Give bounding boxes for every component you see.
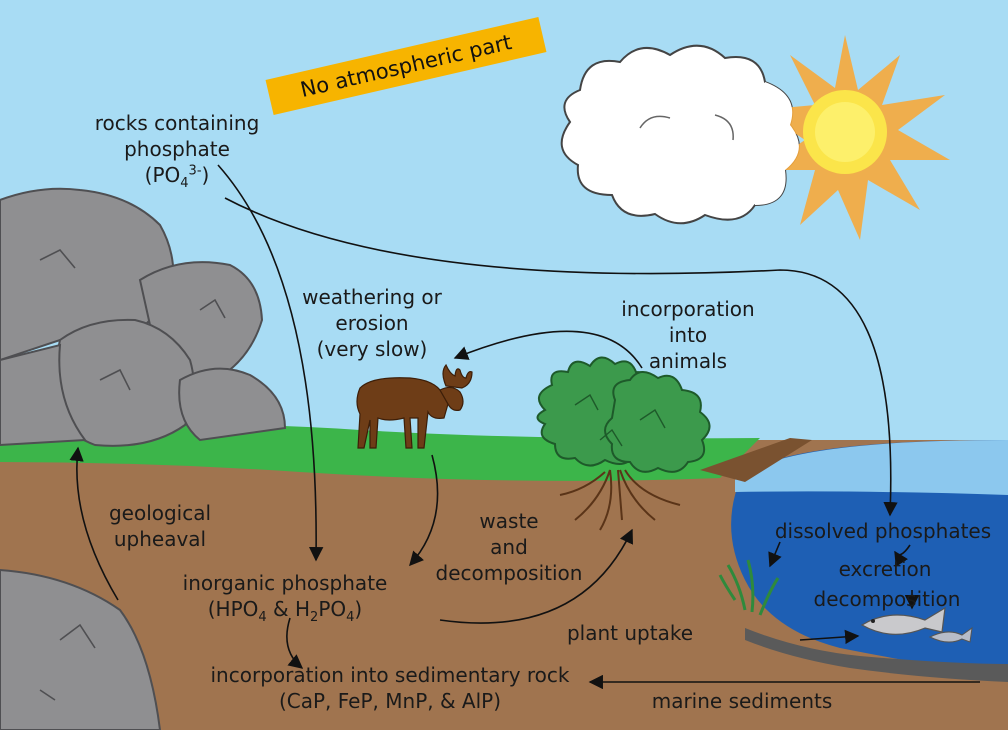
sea-bottom (745, 628, 1008, 682)
sea-surface (735, 440, 1008, 495)
moose (356, 363, 473, 449)
inorganic-line1: inorganic phosphate (182, 571, 388, 595)
seaweed (718, 559, 780, 616)
geological-line2: upheaval (113, 527, 207, 551)
weathering-line2: erosion (335, 311, 409, 335)
label-plant-uptake: plant uptake (566, 621, 694, 645)
label-geological-upheaval: geological upheaval (90, 500, 230, 552)
rocks-formula: (PO43-) (144, 163, 210, 191)
rocks-line1: rocks containing (94, 111, 260, 135)
inorganic-formula: (HPO4 & H2PO4) (207, 597, 363, 625)
waste-line3: decomposition (435, 561, 583, 585)
incorporation-line3: animals (648, 349, 728, 373)
label-rocks-containing-phosphate: rocks containing phosphate (PO43-) (62, 110, 292, 191)
label-dissolved-phosphates: dissolved phosphates (774, 519, 992, 543)
weathering-line1: weathering or (302, 285, 442, 309)
rock-pile (0, 187, 287, 447)
geological-line1: geological (108, 501, 212, 525)
rocks-line2: phosphate (124, 137, 230, 161)
label-waste-and-decomposition: waste and decomposition (424, 508, 594, 586)
fish (860, 606, 973, 643)
bush (536, 356, 711, 473)
sedimentary-line1: incorporation into sedimentary rock (210, 663, 570, 687)
label-decomposition-water: decomposition (813, 587, 961, 611)
weathering-line3: (very slow) (316, 337, 428, 361)
incorporation-line2: into (668, 323, 708, 347)
label-marine-sediments: marine sediments (651, 689, 833, 713)
shoreline (700, 438, 812, 482)
plant-roots (559, 469, 681, 531)
sun (760, 35, 950, 240)
label-incorporation-into-animals: incorporation into animals (598, 296, 778, 374)
cycle-arrows (69, 164, 980, 690)
label-weathering-or-erosion: weathering or erosion (very slow) (282, 284, 462, 362)
waste-line1: waste (479, 509, 539, 533)
sedimentary-line2: (CaP, FeP, MnP, & AlP) (278, 689, 502, 713)
incorporation-line1: incorporation (621, 297, 755, 321)
label-inorganic-phosphate: inorganic phosphate (HPO4 & H2PO4) (160, 570, 410, 625)
waste-line2: and (490, 535, 528, 559)
label-incorporation-into-sedimentary-rock: incorporation into sedimentary rock (CaP… (190, 662, 590, 714)
label-excretion: excretion (838, 557, 932, 581)
